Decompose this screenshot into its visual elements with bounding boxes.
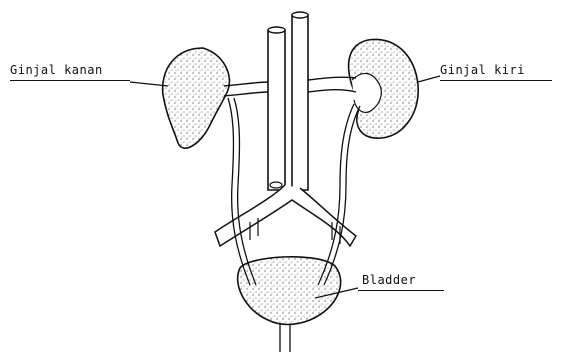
bladder-underline [358, 290, 444, 291]
left-ureter [318, 104, 360, 285]
bladder-label: Bladder [362, 273, 416, 287]
urethra [280, 324, 290, 352]
aorta [268, 30, 285, 190]
right-kidney-shape [163, 48, 230, 148]
vena-cava [292, 15, 308, 190]
left-kidney-underline [440, 80, 552, 81]
right-ureter [228, 98, 256, 285]
left-kidney-leader [418, 76, 440, 82]
right-kidney-label: Ginjal kanan [10, 63, 103, 77]
left-kidney-label: Ginjal kiri [440, 63, 525, 77]
renal-vessels [224, 77, 356, 96]
right-kidney-underline [10, 80, 130, 81]
bladder-shape [238, 257, 341, 325]
